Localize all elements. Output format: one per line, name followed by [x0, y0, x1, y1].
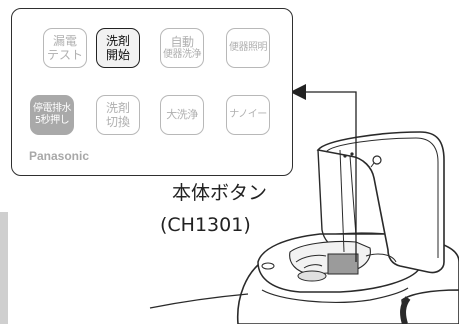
button-label-line2: テスト	[46, 48, 83, 62]
button-label-line2: 便器洗浄	[163, 49, 202, 60]
detergent-start-button[interactable]: 洗剤 開始	[96, 28, 140, 68]
background-strip	[0, 212, 8, 324]
model-number: (CH1301)	[160, 214, 251, 236]
button-label-line1: 漏電	[52, 34, 77, 48]
leakage-test-button[interactable]: 漏電 テスト	[43, 28, 87, 68]
bowl-light-button[interactable]: 便器照明	[226, 28, 270, 68]
button-label-line2: 5秒押し	[34, 115, 70, 126]
button-label-line1: 停電排水	[33, 103, 72, 114]
power-outage-drain-button[interactable]: 停電排水 5秒押し	[30, 95, 74, 135]
large-flush-button[interactable]: 大洗浄	[160, 95, 204, 135]
button-label-line1: 洗剤	[105, 101, 130, 115]
brand-logo: Panasonic	[29, 149, 90, 163]
button-label-line1: ナノイー	[229, 109, 267, 120]
button-label-line2: 切換	[105, 115, 130, 129]
button-label-line1: 便器照明	[229, 42, 268, 53]
button-label-line2: 開始	[105, 48, 130, 62]
callout-label: 本体ボタン	[172, 182, 268, 204]
detergent-switch-button[interactable]: 洗剤 切換	[96, 95, 140, 135]
button-label-line1: 大洗浄	[166, 108, 198, 121]
button-label-line1: 洗剤	[105, 34, 130, 48]
nanoe-button[interactable]: ナノイー	[226, 95, 270, 135]
control-panel: 漏電 テスト 洗剤 開始 自動 便器洗浄 便器照明 停電排水 5秒押し 洗剤 切…	[11, 8, 293, 176]
auto-bowl-wash-button[interactable]: 自動 便器洗浄	[160, 28, 204, 68]
button-label-line1: 自動	[170, 35, 194, 49]
